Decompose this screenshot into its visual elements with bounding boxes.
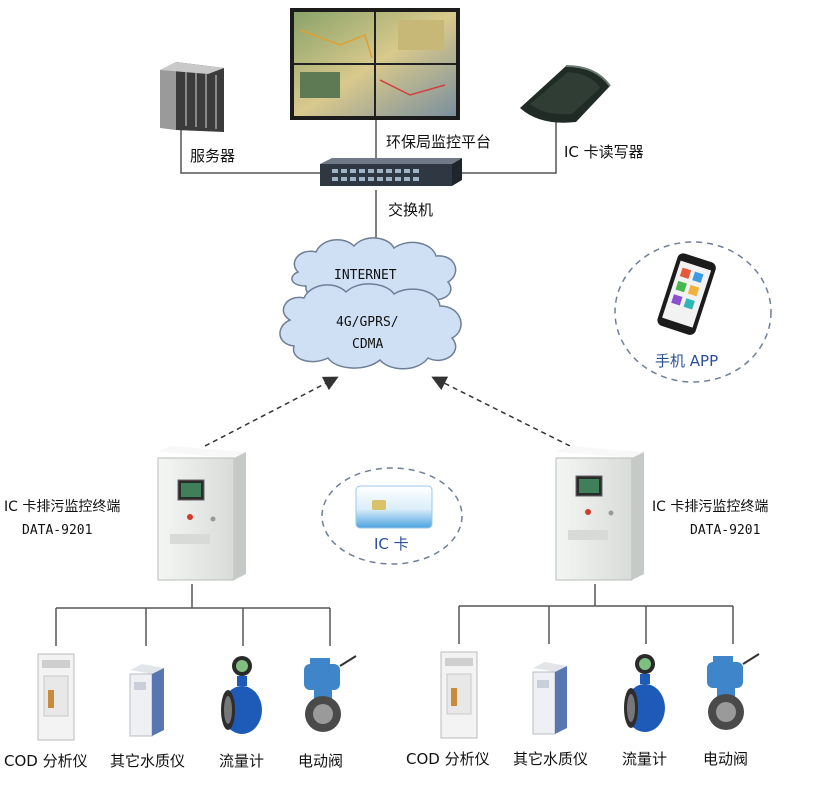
network-label-line2: CDMA: [352, 337, 383, 352]
device-label-right-cod: COD 分析仪: [406, 750, 490, 768]
server-icon: [160, 62, 224, 132]
ic-card-bubble: [321, 467, 463, 565]
smartphone-icon: [657, 253, 716, 335]
monitor-wall-icon: [290, 8, 460, 120]
water-quality-meter-icon-left: [129, 664, 164, 737]
mobile-app-label: 手机 APP: [655, 352, 718, 370]
cod-analyzer-icon-left: [37, 653, 75, 741]
switch-label: 交换机: [388, 201, 433, 219]
terminal-left-name: IC 卡排污监控终端: [4, 499, 120, 515]
device-label-left-flow: 流量计: [219, 752, 264, 770]
flow-meter-icon-right: [624, 654, 665, 732]
internet-label: INTERNET: [334, 268, 397, 283]
device-label-left-quality: 其它水质仪: [110, 752, 185, 770]
cod-analyzer-icon-right: [440, 651, 478, 739]
electric-valve-icon-right: [707, 653, 760, 730]
flow-meter-icon-left: [221, 656, 262, 734]
network-label-line1: 4G/GPRS/: [336, 315, 399, 330]
terminal-right-model: DATA-9201: [690, 523, 760, 538]
terminal-cabinet-left: [157, 446, 246, 581]
terminal-left-model: DATA-9201: [22, 523, 92, 538]
mobile-app-bubble: [614, 241, 772, 383]
device-label-left-cod: COD 分析仪: [4, 752, 88, 770]
device-bus-left: [55, 584, 331, 646]
server-label: 服务器: [190, 147, 235, 165]
card-reader-icon: [520, 65, 611, 123]
platform-label: 环保局监控平台: [386, 133, 491, 151]
water-quality-meter-icon-right: [532, 662, 567, 735]
electric-valve-icon-left: [304, 655, 357, 732]
network-switch-icon: [320, 158, 462, 186]
mobile-network-cloud: [279, 283, 462, 370]
device-label-left-valve: 电动阀: [298, 752, 343, 770]
ic-card-icon: [355, 485, 433, 529]
terminal-cabinet-right: [555, 446, 644, 581]
device-label-right-valve: 电动阀: [703, 750, 748, 768]
device-label-right-quality: 其它水质仪: [513, 750, 588, 768]
device-label-right-flow: 流量计: [622, 750, 667, 768]
uplink-arrows: [204, 376, 579, 451]
terminal-right-name: IC 卡排污监控终端: [652, 499, 768, 515]
device-bus-right: [458, 584, 734, 644]
card-reader-label: IC 卡读写器: [564, 143, 644, 161]
ic-card-label: IC 卡: [374, 535, 409, 553]
